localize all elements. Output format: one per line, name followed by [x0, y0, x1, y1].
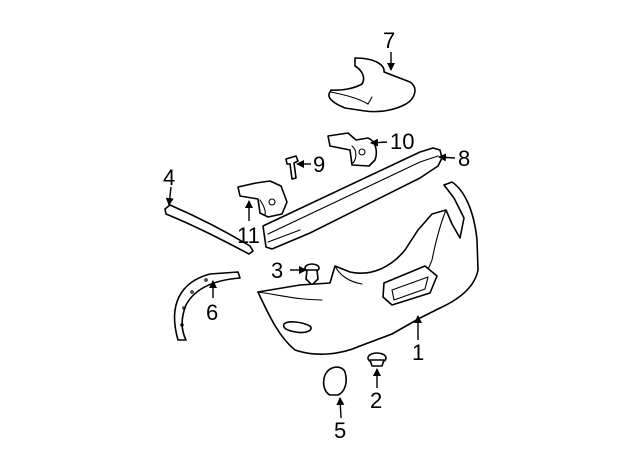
part-3-clip: [304, 263, 320, 286]
part-9-bolt: [285, 155, 299, 180]
callout-labels: 7 10 9 8 11 4 3 6 1 2 5: [163, 28, 470, 443]
callout-6: 6: [206, 300, 218, 325]
callout-7: 7: [383, 28, 395, 53]
part-5-reflector: [322, 366, 347, 396]
part-11-bracket: [237, 180, 288, 218]
leader-5: [336, 397, 345, 419]
part-10-bracket: [327, 132, 378, 167]
leader-lines: [165, 52, 456, 419]
part-1-bumper-cover: [257, 181, 479, 355]
callout-10: 10: [390, 129, 414, 154]
part-2-clip: [367, 352, 387, 367]
part-4-molding: [164, 204, 254, 255]
callout-4: 4: [163, 165, 175, 190]
callout-11: 11: [237, 223, 260, 248]
leader-8: [438, 153, 456, 162]
part-7-upper-cover: [328, 57, 416, 113]
callout-5: 5: [334, 418, 346, 443]
callout-1: 1: [412, 340, 424, 365]
leader-4: [165, 186, 174, 206]
callout-8: 8: [458, 146, 470, 171]
callout-9: 9: [313, 152, 325, 177]
part-8-impact-bar: [262, 147, 443, 250]
leader-10: [370, 138, 388, 147]
callout-3: 3: [271, 258, 283, 283]
callout-2: 2: [370, 388, 382, 413]
